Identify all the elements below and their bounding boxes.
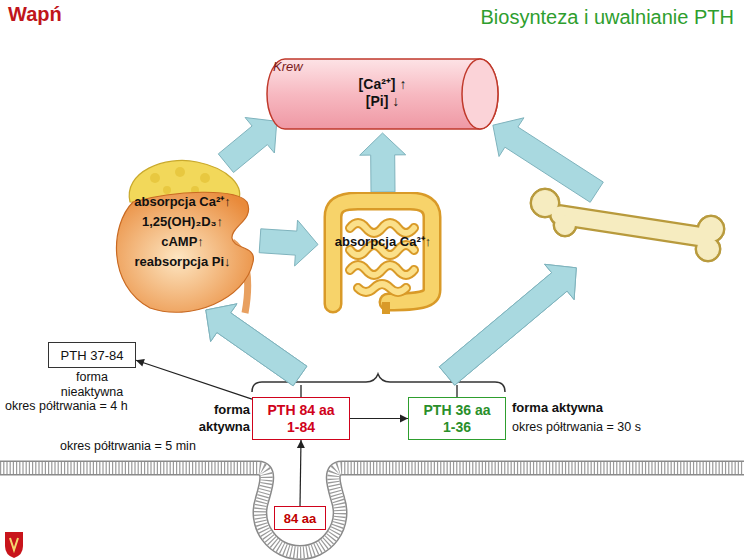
brace-stem [300,385,301,397]
text-wrap: absorpcja Ca²⁺↑1,25(OH)₂D₃↑cAMP↑reabsorp… [105,150,260,272]
connector [439,264,576,397]
arrow-head [297,440,305,448]
brace-stem [456,385,457,397]
intestine: absorpcja Ca²⁺↑ [318,192,448,317]
connector [136,359,252,399]
block-arrow [218,118,276,173]
half-life-note: okres półtrwania = 4 h [5,399,128,413]
text-wrap: PTH 36 aa1-36 [409,398,505,439]
half-life-note: okres półtrwania = 30 s [512,420,641,434]
thin-arrow [300,440,301,506]
node-text: PTH 84 aa [268,402,335,419]
membrane-ticks [0,468,744,552]
section-title: Wapń [8,3,62,26]
connector [350,415,408,423]
membrane-outline [0,468,744,552]
title-wrap: Biosynteza i uwalnianie PTH [481,6,734,29]
node-text: [Ca²⁺] ↑ [265,74,500,93]
node-text: reabsorpcja Pi↓ [105,252,260,272]
thin-arrow [350,418,408,419]
label-wrap: Wapń [8,3,62,26]
block-arrow [206,304,307,386]
node-text: cAMP↑ [105,232,260,252]
half-life-note: okres półtrwania = 5 min [60,439,196,453]
connector [259,220,318,266]
text-wrap: PTH 84 aa1-84 [253,398,349,439]
block-arrow [439,264,576,385]
state-note: forma nieaktywna [52,370,132,400]
inactive-pth-box: PTH 37-84 [48,342,136,368]
connector [218,118,276,173]
node-text: 1-84 [287,419,315,436]
pth-precursor-box: 84 aa [274,506,326,530]
label-wrap: okres półtrwania = 5 min [60,439,196,453]
label-wrap: okres półtrwania = 4 h [5,399,128,413]
text-wrap: 84 aa [275,507,325,529]
connector [206,304,307,397]
node-text: PTH 36 aa [424,402,491,419]
label-wrap: okres półtrwania = 30 s [512,420,641,434]
blood-vessel: Krew[Ca²⁺] ↑[Pi] ↓ [265,55,500,133]
bone-drawing [525,185,730,275]
kidney-drawing [105,150,260,315]
arrow-head [136,359,145,367]
node-text: PTH 37-84 [61,348,124,363]
bone [525,185,730,275]
connector [297,440,305,506]
brace-stem [300,385,301,397]
label-wrap: forma aktywna [186,401,250,435]
logo-shield [5,532,23,558]
kidney: absorpcja Ca²⁺↑1,25(OH)₂D₃↑cAMP↑reabsorp… [105,150,260,315]
block-arrow [360,133,406,192]
pth-84-box: PTH 84 aa1-84 [252,397,350,440]
node-text: 1-36 [443,419,471,436]
node-text: absorpcja Ca²⁺↑ [105,192,260,212]
connector [360,133,406,192]
state-note: forma aktywna [186,401,250,435]
pth-36-box: PTH 36 aa1-36 [408,397,506,440]
node-text: 1,25(OH)₂D₃↑ [105,212,260,232]
block-arrow [259,220,318,266]
thin-arrow [136,360,252,399]
brace-stem [456,385,457,397]
slide-title: Biosynteza i uwalnianie PTH [481,6,734,29]
text-wrap: PTH 37-84 [49,343,135,367]
label-wrap: forma nieaktywna [52,370,132,400]
block-arrow [439,264,576,385]
label-wrap: forma aktywna [512,400,603,415]
node-text: 84 aa [284,511,317,526]
connector [206,304,457,397]
block-arrow [206,304,307,386]
text-wrap: Krew[Ca²⁺] ↑[Pi] ↓ [265,55,500,109]
arrow-head [400,415,408,423]
state-note: forma aktywna [512,400,603,415]
node-text: absorpcja Ca²⁺↑ [318,232,448,250]
logo-mark [10,538,18,550]
membrane-inner [0,468,744,552]
text-wrap: absorpcja Ca²⁺↑ [318,192,448,250]
intestine-drawing [318,192,448,317]
node-text: Krew [265,59,500,74]
node-text: [Pi] ↓ [265,93,500,109]
